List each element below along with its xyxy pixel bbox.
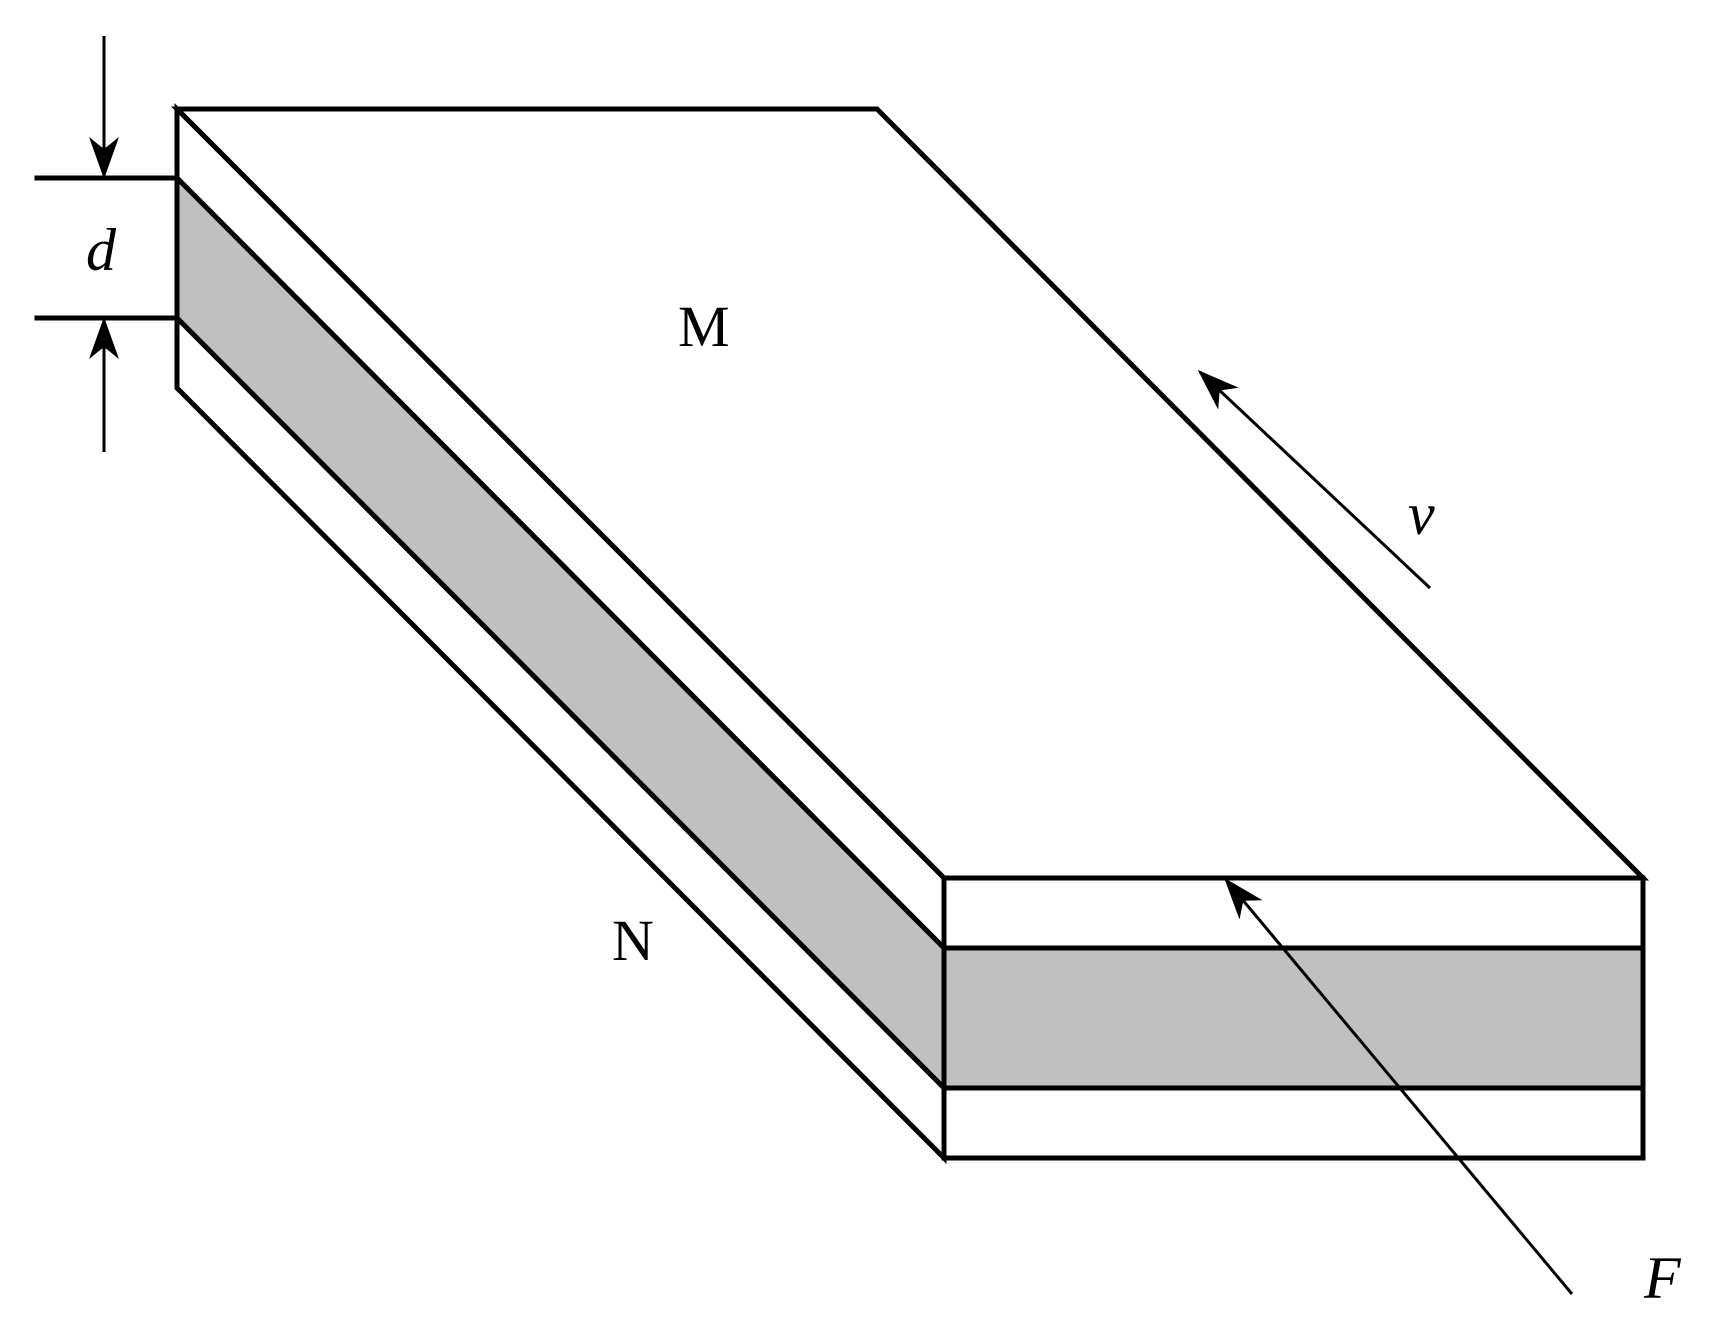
force-arrow [1224, 877, 1574, 1295]
bottom-plate-front-face [941, 1085, 1646, 1161]
force-label: F [1643, 1245, 1682, 1311]
top-plate-label: M [678, 294, 730, 359]
velocity-label: v [1408, 481, 1435, 547]
top-plate-front-face [941, 875, 1646, 951]
bottom-plate-label: N [612, 908, 654, 973]
fluid-layer-front-face [941, 945, 1646, 1091]
gap-label: d [86, 217, 117, 283]
velocity-arrow [1197, 369, 1432, 590]
